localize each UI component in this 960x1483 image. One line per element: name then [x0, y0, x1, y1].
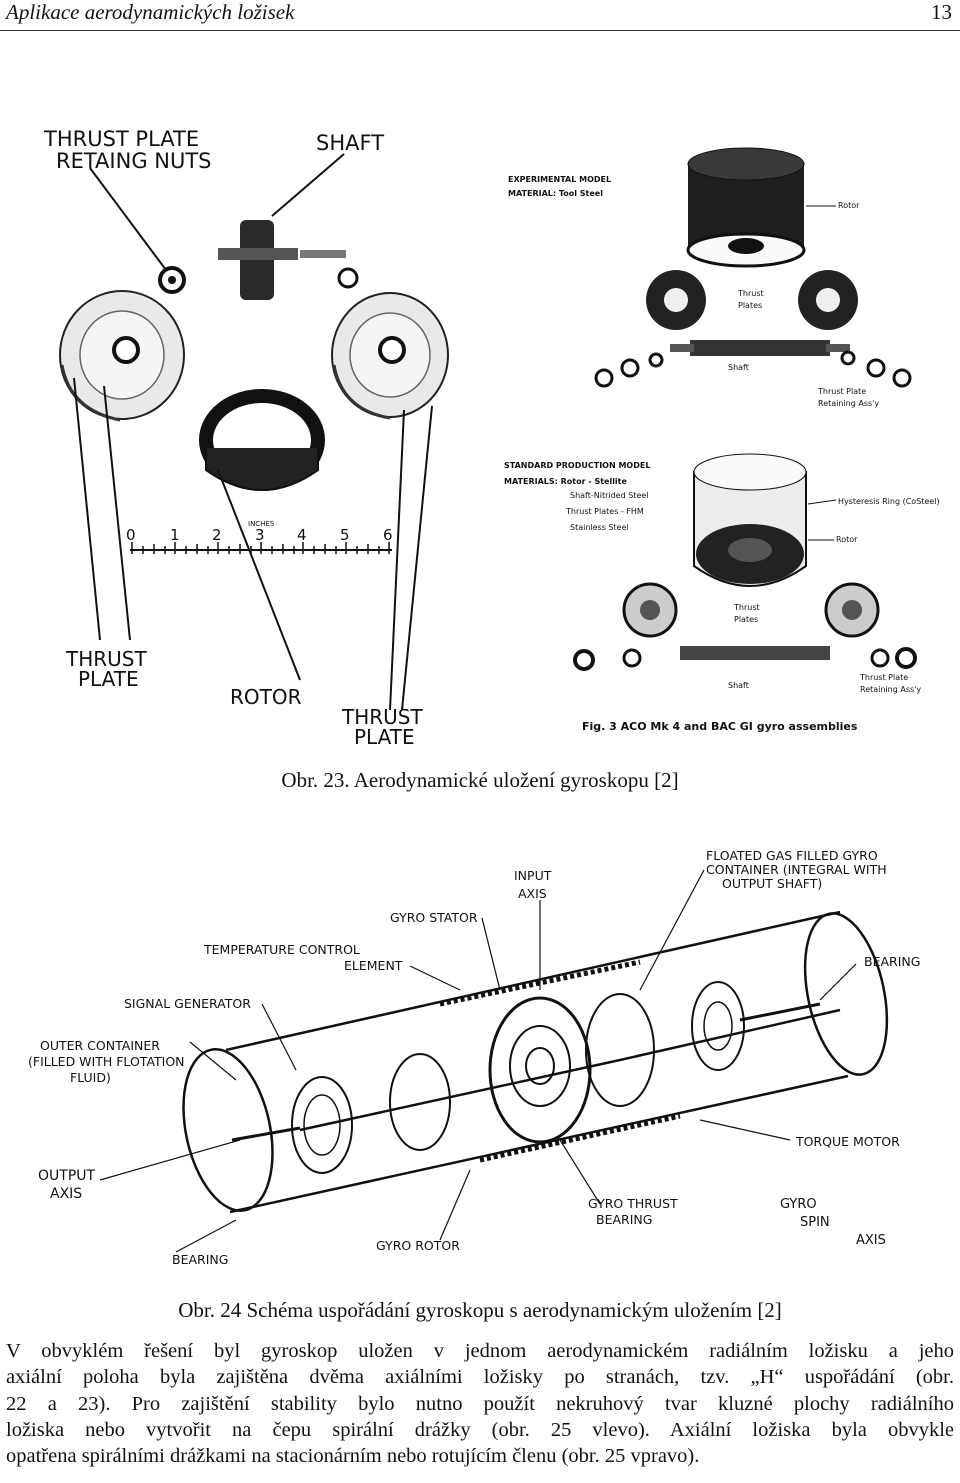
page-header: Aplikace aerodynamických ložisek 13	[6, 0, 952, 26]
paragraph-line-5: opatřena spirálními drážkami na stacioná…	[6, 1445, 700, 1468]
label-floated-3: OUTPUT SHAFT)	[722, 876, 822, 891]
label-input-axis-1: INPUT	[514, 868, 552, 883]
body-paragraph: V obvyklém řešení byl gyroskop uložen v …	[6, 1338, 954, 1469]
paragraph-line-2: axiální poloha byla zajištěna dvěma axiá…	[6, 1366, 954, 1389]
label-materials-2a: MATERIALS: Rotor - Stellite	[504, 477, 628, 486]
label-output-axis-1: OUTPUT	[38, 1168, 96, 1184]
label-gyro-spin-axis-2: SPIN	[800, 1215, 830, 1230]
label-bearing-top: BEARING	[864, 954, 920, 969]
scale-6: 6	[383, 526, 393, 544]
paragraph-line-3: 22 a 23). Pro zajištění stability bylo n…	[6, 1392, 954, 1415]
label-outer-container-1: OUTER CONTAINER	[40, 1038, 160, 1053]
label-floated-2: CONTAINER (INTEGRAL WITH	[706, 862, 887, 877]
figure-24: FLOATED GAS FILLED GYRO CONTAINER (INTEG…	[0, 840, 960, 1290]
label-retaining-2a: Thrust Plate	[859, 673, 908, 682]
label-fig3-caption: Fig. 3 ACO Mk 4 and BAC GI gyro assembli…	[582, 720, 858, 733]
label-rotor-1: Rotor	[838, 201, 860, 210]
label-input-axis-2: AXIS	[518, 886, 547, 901]
header-rule	[0, 30, 960, 31]
label-nuts-2: RETAING NUTS	[56, 149, 212, 173]
label-gyro-stator: GYRO STATOR	[390, 910, 478, 925]
label-thrust-plate-right-1: THRUST	[341, 705, 423, 729]
scale-0: 0	[126, 526, 136, 544]
label-thrust-plates-2b: Plates	[734, 615, 758, 624]
label-thrust-plates-2a: Thrust	[733, 603, 760, 612]
label-outer-container-3: FLUID)	[70, 1070, 111, 1085]
figure-24-caption: Obr. 24 Schéma uspořádání gyroskopu s ae…	[178, 1298, 782, 1322]
scale-2: 2	[212, 526, 222, 544]
label-materials-2c: Thrust Plates - FHM	[565, 507, 644, 516]
label-shaft-2: Shaft	[728, 681, 749, 690]
label-thrust-plates-1b: Plates	[738, 301, 762, 310]
label-gyro-spin-axis-1: GYRO	[780, 1197, 817, 1212]
gyro-parts-photo	[59, 153, 449, 711]
label-material-1: MATERIAL: Tool Steel	[508, 189, 603, 198]
scale-5: 5	[340, 526, 350, 544]
figure-23: THRUST PLATE RETAING NUTS SHAFT INCHES 0…	[0, 110, 960, 760]
label-rotor: ROTOR	[230, 685, 302, 709]
label-thrust-plate-left-2: PLATE	[78, 667, 139, 691]
label-gyro-thrust-bearing-2: BEARING	[596, 1212, 652, 1227]
label-hysteresis: Hysteresis Ring (CoSteel)	[838, 497, 940, 506]
scale-3: 3	[255, 526, 265, 544]
scale-4: 4	[297, 526, 307, 544]
label-rotor-2: Rotor	[836, 535, 858, 544]
label-materials-2d: Stainless Steel	[570, 523, 629, 532]
label-torque-motor: TORQUE MOTOR	[795, 1134, 900, 1149]
label-floated-1: FLOATED GAS FILLED GYRO	[706, 848, 878, 863]
gyro-schematic	[182, 910, 889, 1214]
label-nuts-1: THRUST PLATE	[43, 127, 199, 151]
running-title: Aplikace aerodynamických ložisek	[6, 0, 295, 24]
label-bearing-bottom: BEARING	[172, 1252, 228, 1267]
page-number: 13	[931, 0, 952, 24]
label-thrust-plate-right-2: PLATE	[354, 725, 415, 749]
paragraph-line-4: ložiska nebo vytvořit na čepu spirální d…	[6, 1418, 954, 1441]
label-temperature-1: TEMPERATURE CONTROL	[203, 942, 360, 957]
label-gyro-rotor: GYRO ROTOR	[376, 1238, 460, 1253]
gyro-models-photo	[573, 147, 917, 671]
label-output-axis-2: AXIS	[50, 1186, 82, 1202]
paragraph-line-1: V obvyklém řešení byl gyroskop uložen v …	[6, 1340, 954, 1362]
label-temperature-2: ELEMENT	[344, 958, 403, 973]
figure-23-drawing: THRUST PLATE RETAING NUTS SHAFT INCHES 0…	[43, 127, 940, 749]
label-materials-2b: Shaft-Nitrided Steel	[570, 491, 649, 500]
label-shaft-1: Shaft	[728, 363, 749, 372]
label-shaft: SHAFT	[316, 131, 384, 155]
scale-1: 1	[170, 526, 180, 544]
label-thrust-plate-left-1: THRUST	[65, 647, 147, 671]
label-thrust-plates-1a: Thrust	[737, 289, 764, 298]
figure-24-leaders	[99, 869, 857, 1253]
figure-23-caption: Obr. 23. Aerodynamické uložení gyroskopu…	[281, 768, 679, 792]
label-retaining-1a: Thrust Plate	[817, 387, 866, 396]
label-outer-container-2: (FILLED WITH FLOTATION	[28, 1054, 185, 1069]
label-scale-unit: INCHES	[248, 520, 275, 528]
label-retaining-1b: Retaining Ass'y	[818, 399, 879, 408]
label-standard-model: STANDARD PRODUCTION MODEL	[504, 461, 650, 470]
label-retaining-2b: Retaining Ass'y	[860, 685, 921, 694]
label-experimental-model: EXPERIMENTAL MODEL	[508, 175, 611, 184]
label-gyro-thrust-bearing-1: GYRO THRUST	[588, 1196, 678, 1211]
label-gyro-spin-axis-3: AXIS	[856, 1233, 886, 1248]
label-signal-generator: SIGNAL GENERATOR	[124, 996, 251, 1011]
figure-24-drawing: FLOATED GAS FILLED GYRO CONTAINER (INTEG…	[28, 848, 920, 1267]
